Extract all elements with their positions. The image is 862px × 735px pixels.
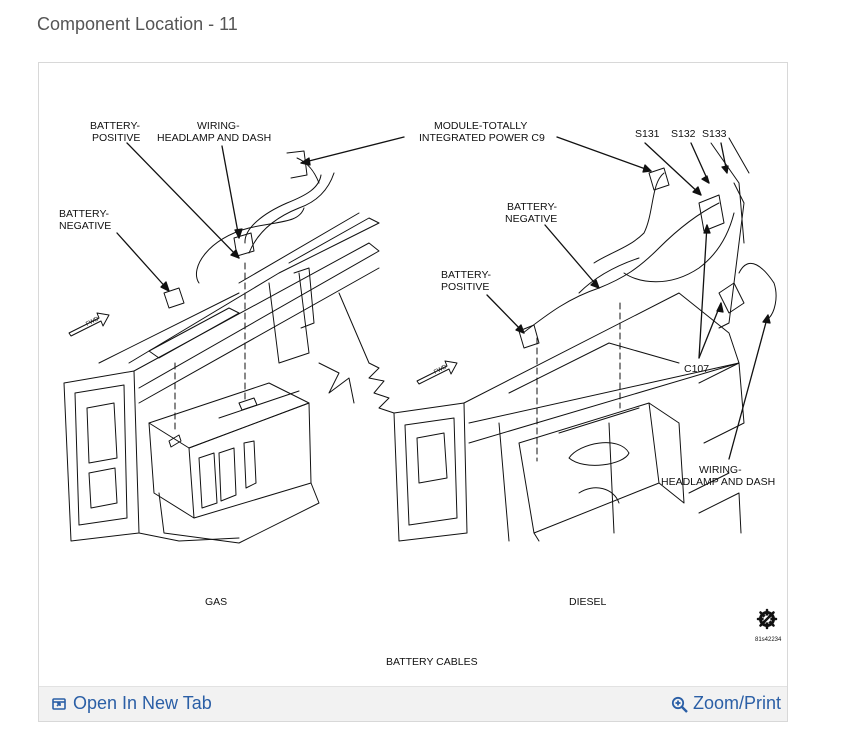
label-battery-positive-diesel-line1: BATTERY- <box>441 269 491 281</box>
fwd-arrow-gas: FWD <box>68 312 110 337</box>
gas-illustration <box>63 150 380 544</box>
figure-id: 81s42234 <box>755 637 782 643</box>
label-c107: C107 <box>684 363 709 375</box>
svg-text:MODULE-TOTALLY: MODULE-TOTALLY <box>434 120 527 132</box>
label-battery-positive-diesel-line2: POSITIVE <box>441 281 489 293</box>
label-module-tipm-line2: INTEGRATED POWER C9 <box>419 132 545 144</box>
label-battery-negative-gas-line2: NEGATIVE <box>59 220 111 232</box>
battery-cables-diagram: FWD <box>59 120 782 668</box>
diagram-caption: BATTERY CABLES <box>386 656 478 668</box>
svg-text:HEADLAMP AND DASH: HEADLAMP AND DASH <box>661 476 775 488</box>
svg-text:POSITIVE: POSITIVE <box>92 132 140 144</box>
label-battery-negative-gas-line1: BATTERY- <box>59 208 109 220</box>
label-module-tipm-line1: MODULE-TOTALLY <box>434 120 527 132</box>
label-wiring-headlamp-gas-line2: HEADLAMP AND DASH <box>157 132 271 144</box>
svg-text:FWD: FWD <box>433 364 448 376</box>
label-wiring-headlamp-gas-line1: WIRING- <box>197 120 240 132</box>
label-s133: S133 <box>702 128 727 140</box>
svg-text:BATTERY-: BATTERY- <box>507 201 557 213</box>
label-battery-positive-gas-line2: POSITIVE <box>92 132 140 144</box>
svg-text:INTEGRATED POWER C9: INTEGRATED POWER C9 <box>419 132 545 144</box>
open-in-new-tab-link[interactable]: Open In New Tab <box>51 693 212 714</box>
svg-text:BATTERY-: BATTERY- <box>441 269 491 281</box>
svg-text:NEGATIVE: NEGATIVE <box>505 213 557 225</box>
svg-text:POSITIVE: POSITIVE <box>441 281 489 293</box>
zoom-in-icon <box>671 696 688 713</box>
svg-text:BATTERY-: BATTERY- <box>59 208 109 220</box>
svg-text:FWD: FWD <box>85 316 100 328</box>
label-battery-positive-gas-line1: BATTERY- <box>90 120 140 132</box>
open-in-new-tab-label: Open In New Tab <box>73 693 212 713</box>
diesel-illustration <box>368 137 777 542</box>
diagram-frame: FWD <box>38 62 788 722</box>
leader-lines <box>116 136 771 460</box>
label-s131: S131 <box>635 128 660 140</box>
svg-text:WIRING-: WIRING- <box>197 120 240 132</box>
zoom-print-link[interactable]: Zoom/Print <box>671 693 781 714</box>
label-s132: S132 <box>671 128 696 140</box>
fwd-arrow-diesel: FWD <box>416 360 458 385</box>
label-battery-negative-diesel-line2: NEGATIVE <box>505 213 557 225</box>
gear-logo-icon <box>756 608 778 630</box>
label-gas: GAS <box>205 596 227 608</box>
label-diesel: DIESEL <box>569 596 607 608</box>
svg-text:WIRING-: WIRING- <box>699 464 742 476</box>
svg-text:NEGATIVE: NEGATIVE <box>59 220 111 232</box>
label-wiring-headlamp-diesel-line1: WIRING- <box>699 464 742 476</box>
page-title: Component Location - 11 <box>37 14 238 34</box>
open-new-tab-icon <box>51 696 67 712</box>
label-battery-negative-diesel-line1: BATTERY- <box>507 201 557 213</box>
svg-text:BATTERY-: BATTERY- <box>90 120 140 132</box>
svg-text:HEADLAMP AND DASH: HEADLAMP AND DASH <box>157 132 271 144</box>
diagram-footer: Open In New Tab Zoom/Print <box>39 686 787 721</box>
zoom-print-label: Zoom/Print <box>692 693 781 713</box>
label-wiring-headlamp-diesel-line2: HEADLAMP AND DASH <box>661 476 775 488</box>
